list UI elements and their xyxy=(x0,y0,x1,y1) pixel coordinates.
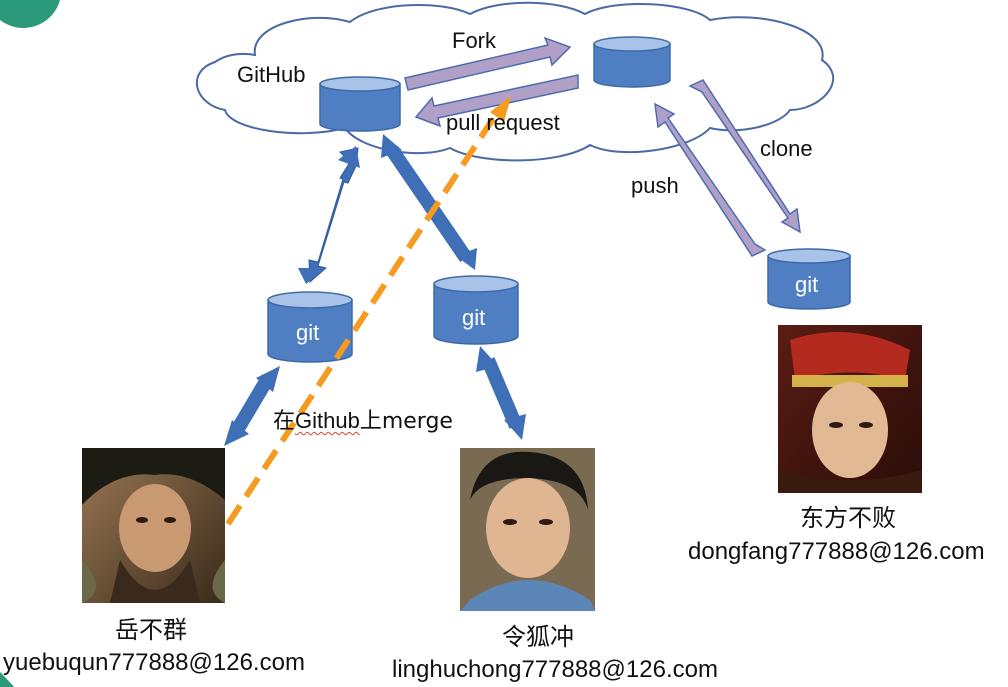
fork-label: Fork xyxy=(452,28,496,53)
linghu-portrait xyxy=(460,448,595,611)
dongfang-git-label: git xyxy=(795,272,819,297)
yue-local-arrow xyxy=(224,366,280,446)
yue-portrait xyxy=(82,448,225,603)
push-arrow xyxy=(654,102,767,257)
clone-arrow xyxy=(688,79,801,234)
push-label: push xyxy=(631,173,679,198)
merge-prefix: 在 xyxy=(273,409,296,434)
linghu-git-cylinder xyxy=(433,275,519,345)
yue-name: 岳不群 xyxy=(115,616,187,644)
yue-email: yuebuqun777888@126.com xyxy=(3,649,305,676)
dongfang-email: dongfang777888@126.com xyxy=(688,538,985,565)
linghu-email: linghuchong777888@126.com xyxy=(392,656,718,683)
fork-arrow xyxy=(404,36,572,91)
linghu-name: 令狐冲 xyxy=(502,623,574,651)
merge-label: 在Github上merge xyxy=(273,410,453,433)
merge-github: Github xyxy=(295,408,360,433)
linghu-git-label: git xyxy=(462,305,486,330)
github-to-linghu-arrow xyxy=(381,134,477,270)
yue-git-label: git xyxy=(296,320,320,345)
pull-request-arrow xyxy=(414,74,579,128)
dongfang-name: 东方不败 xyxy=(800,504,896,532)
merge-suffix: 上merge xyxy=(359,409,453,434)
dongfang-git-cylinder xyxy=(767,248,851,310)
github-repo-cylinder xyxy=(319,76,401,132)
corner-decor xyxy=(0,672,14,687)
linghu-local-arrow xyxy=(476,346,526,440)
github-to-yue-arrow xyxy=(298,146,360,284)
dongfang-portrait xyxy=(778,325,922,493)
github-label: GitHub xyxy=(237,62,306,87)
forked-repo-cylinder xyxy=(593,36,671,88)
merge-dashed-arrow xyxy=(225,96,511,526)
corner-logo-shape xyxy=(0,0,60,29)
pull-request-label: pull request xyxy=(446,110,560,135)
clone-label: clone xyxy=(760,136,813,161)
yue-git-cylinder xyxy=(267,291,353,363)
